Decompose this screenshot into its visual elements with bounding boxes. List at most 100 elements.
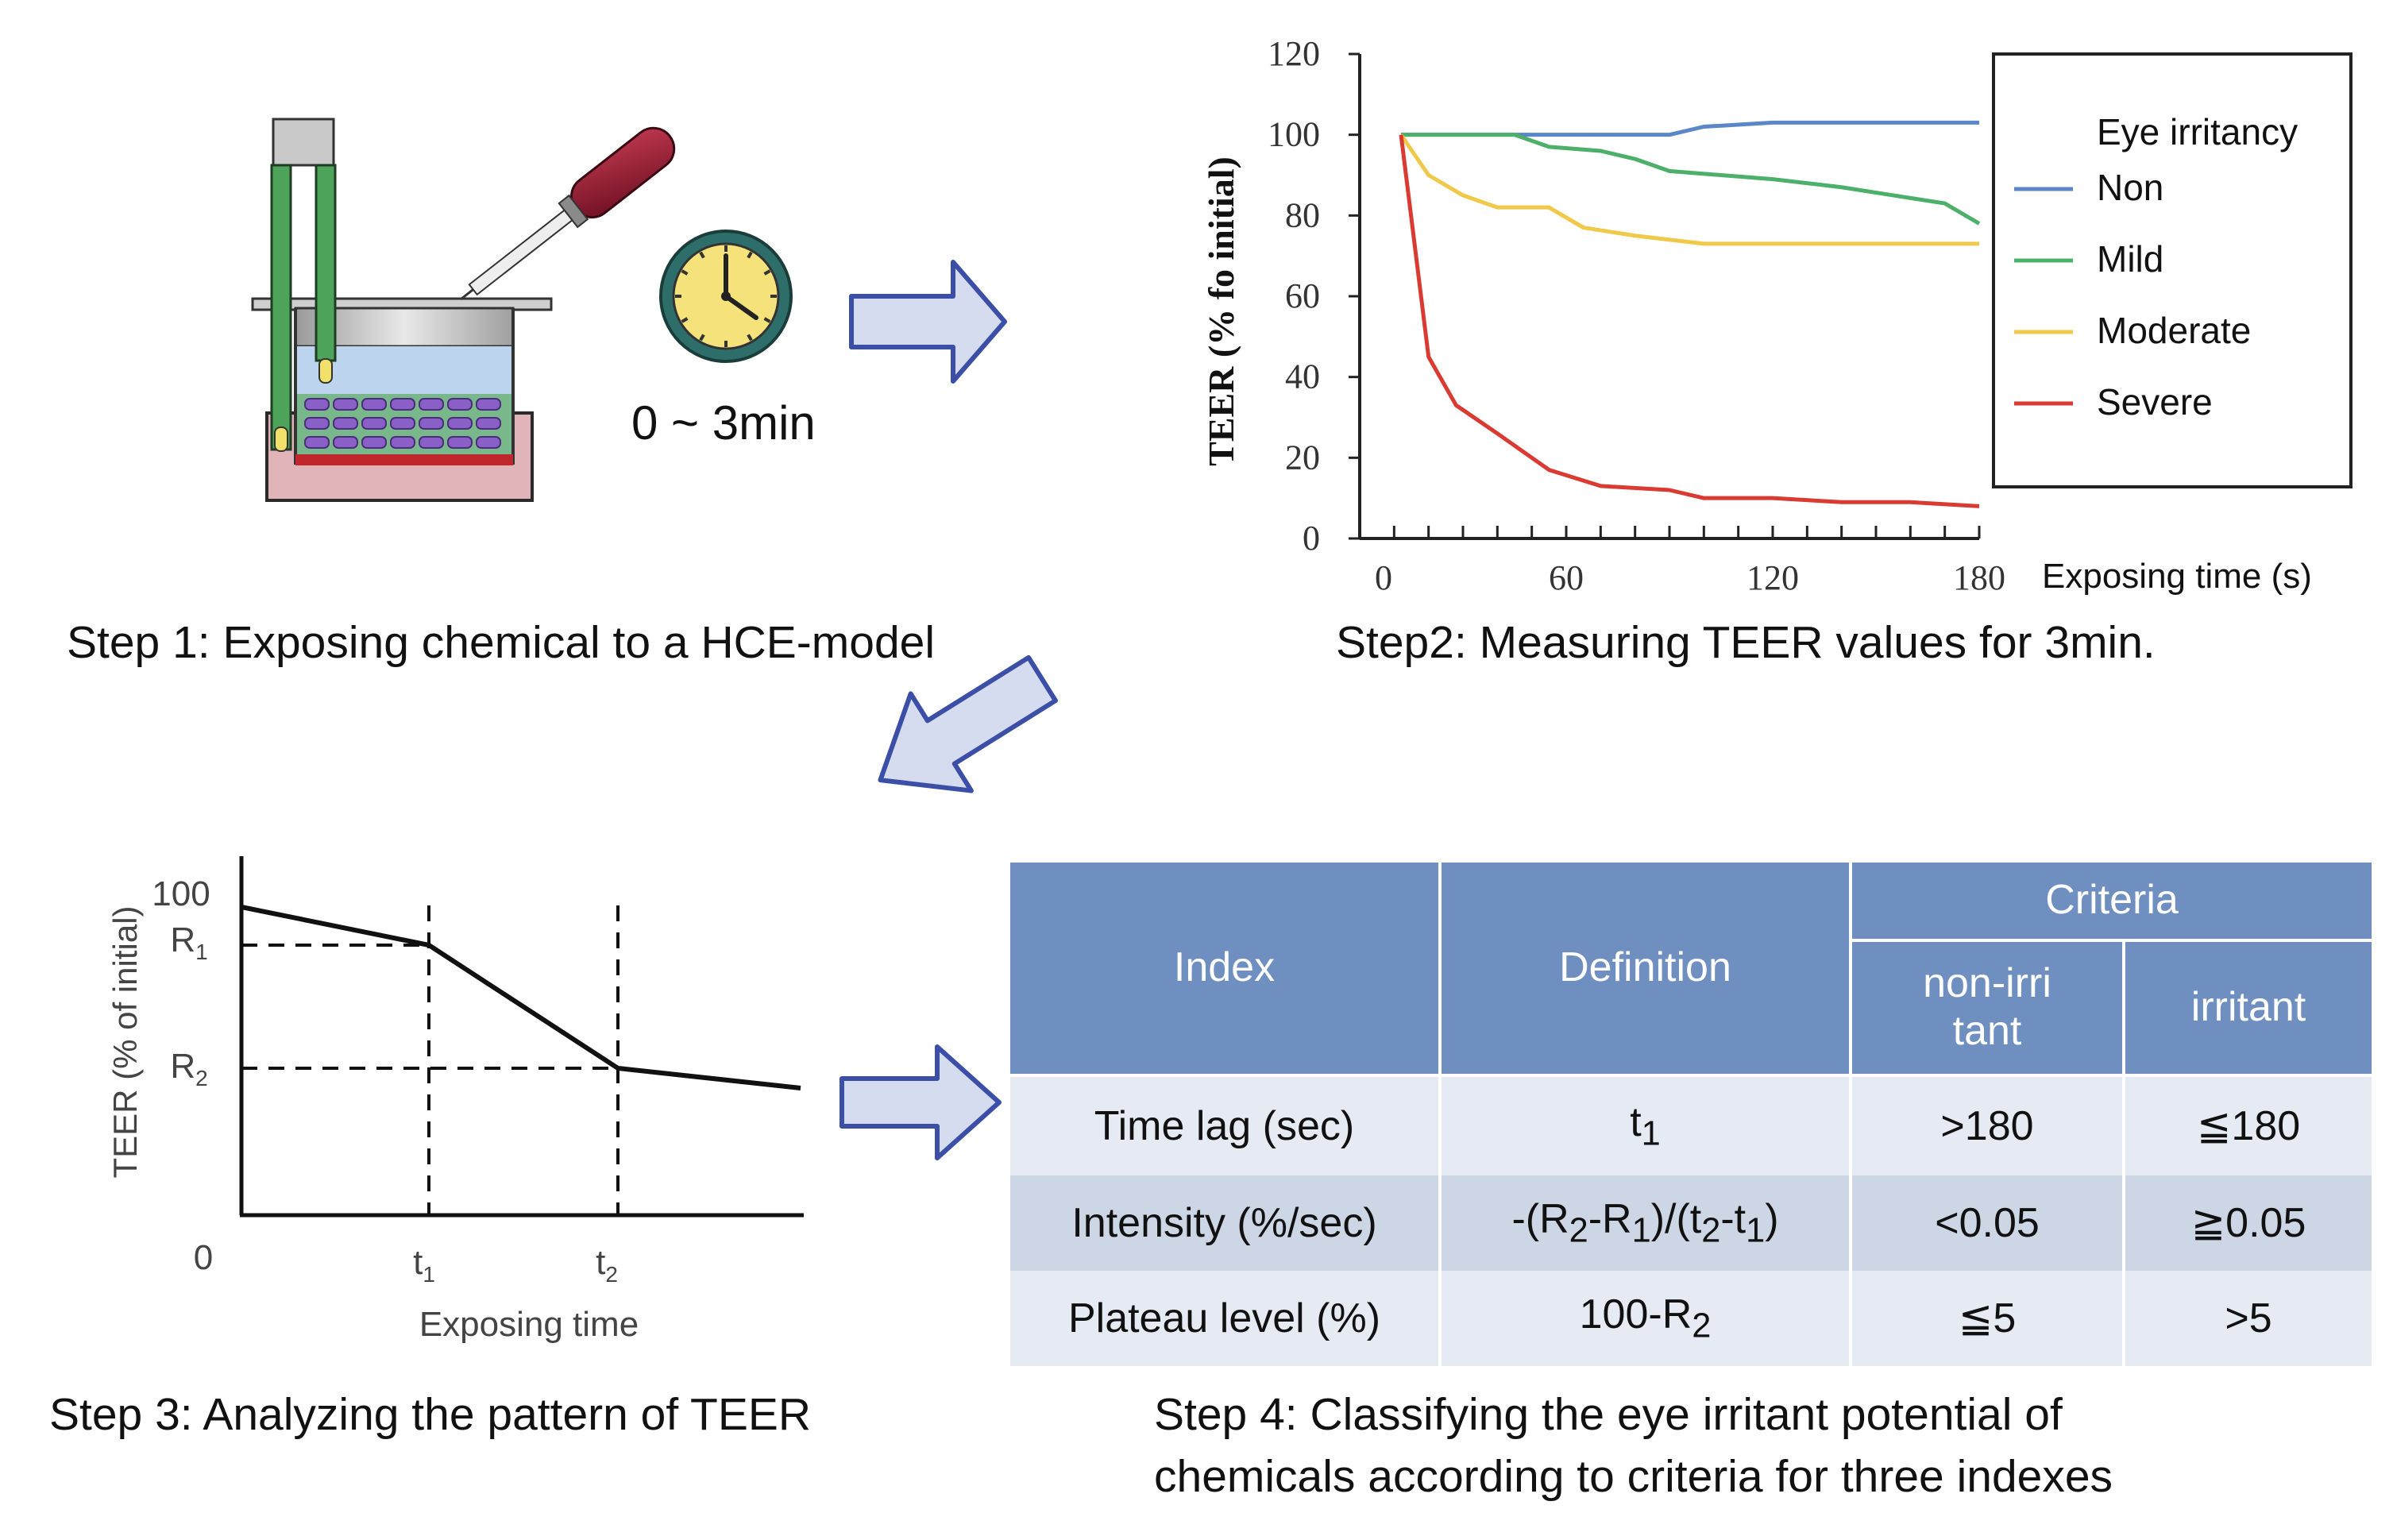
electrode-left: [270, 164, 292, 451]
step3-caption: Step 3: Analyzing the pattern of TEER: [49, 1389, 812, 1440]
schematic-x-axis-label: Exposing time: [419, 1305, 639, 1344]
cell-index: Intensity (%/sec): [1007, 1175, 1442, 1271]
legend-label-moderate: Moderate: [2097, 310, 2251, 351]
teer-pattern-schematic: TEER (% of initial) 100 R1 R2 0 t1 t2 Ex…: [106, 856, 804, 1344]
block-arrow-icon: [839, 1044, 1002, 1160]
legend-title: Eye irritancy: [2097, 111, 2298, 152]
cell-non-irritant: >180: [1849, 1075, 2125, 1175]
membrane: [295, 454, 513, 465]
schematic-t1-label: t1: [413, 1243, 435, 1287]
header-criteria: Criteria: [1848, 859, 2376, 942]
x-tick-label: 0: [1375, 558, 1392, 597]
cell: [361, 436, 387, 449]
block-arrow-icon: [849, 260, 1007, 384]
x-tick-label: 120: [1747, 558, 1799, 597]
step2-caption: Step2: Measuring TEER values for 3min.: [1336, 617, 2156, 668]
schematic-t2-label: t2: [596, 1243, 618, 1287]
clock-tick: [747, 251, 753, 259]
cell-index: Time lag (sec): [1007, 1075, 1442, 1175]
cell: [304, 417, 330, 430]
series-line-severe: [1399, 134, 1980, 508]
y-tick-label: 80: [1285, 195, 1320, 234]
clock-tick: [763, 317, 771, 323]
cell: [476, 417, 501, 430]
cell: [419, 436, 444, 449]
cell: [361, 398, 387, 411]
header-index: Index: [1007, 859, 1442, 1077]
y-tick-label: 60: [1285, 276, 1320, 315]
cell-definition: t1: [1438, 1075, 1852, 1175]
clock-icon: [659, 230, 793, 363]
step1-caption: Step 1: Exposing chemical to a HCE-model: [67, 617, 936, 668]
legend-label-non: Non: [2097, 167, 2163, 208]
hce-model-illustration: [251, 118, 676, 502]
legend-label-mild: Mild: [2097, 238, 2163, 280]
schematic-y-axis-label: TEER (% of initial): [106, 905, 144, 1178]
cell-non-irritant: <0.05: [1849, 1175, 2125, 1271]
electrode-right-tip: [318, 358, 333, 384]
cell: [447, 417, 473, 430]
cell: [333, 417, 358, 430]
x-tick-label: 180: [1953, 558, 2005, 597]
series-line-moderate: [1399, 133, 1979, 246]
x-axis-label: Exposing time (s): [2042, 557, 2312, 596]
cell: [304, 398, 330, 411]
schematic-r1-label: R1: [170, 921, 207, 964]
cell: [390, 436, 415, 449]
electrode-left-tip: [274, 426, 288, 452]
table-row: Time lag (sec)t1>180≦180: [1007, 1075, 2376, 1175]
series-line-mild: [1401, 133, 1981, 226]
cell-irritant: ≦180: [2121, 1075, 2376, 1175]
header-irritant: irritant: [2121, 939, 2376, 1077]
cell: [333, 436, 358, 449]
non-irritant-text: non-irritant: [1923, 960, 2051, 1054]
electrode-cap: [272, 118, 335, 167]
exposure-time-label: 0 ~ 3min: [631, 396, 816, 450]
cell: [390, 398, 415, 411]
cell: [419, 417, 444, 430]
step4-caption-line1: Step 4: Classifying the eye irritant pot…: [1154, 1389, 2063, 1440]
table-row: Plateau level (%)100-R2≦5>5: [1007, 1271, 2376, 1366]
cell: [447, 398, 473, 411]
clock-tick: [699, 334, 705, 342]
block-arrow-icon: [878, 654, 1058, 793]
header-definition: Definition: [1438, 859, 1852, 1077]
header-non-irritant: non-irritant: [1849, 939, 2125, 1077]
y-tick-label: 0: [1303, 519, 1320, 558]
schematic-origin-label: 0: [194, 1238, 213, 1277]
clock-tick: [699, 251, 705, 259]
schematic-teer-curve: [241, 905, 801, 1090]
schematic-y-100: 100: [152, 874, 210, 913]
cell: [476, 398, 501, 411]
cell-irritant: ≧0.05: [2121, 1175, 2376, 1271]
cell: [390, 417, 415, 430]
cell: [304, 436, 330, 449]
y-tick-label: 120: [1268, 34, 1320, 73]
cell: [447, 436, 473, 449]
table-row: Intensity (%/sec)-(R2-R1)/(t2-t1)<0.05≧0…: [1007, 1175, 2376, 1271]
cell-index: Plateau level (%): [1007, 1271, 1442, 1366]
clock-tick: [681, 317, 689, 323]
cell-definition: -(R2-R1)/(t2-t1): [1438, 1175, 1852, 1271]
clock-tick: [747, 334, 753, 342]
y-tick-label: 100: [1268, 115, 1320, 154]
cell: [361, 417, 387, 430]
cell-non-irritant: ≦5: [1849, 1271, 2125, 1366]
clock-tick: [681, 269, 689, 276]
cell: [476, 436, 501, 449]
y-axis-label: TEER (% fo initial): [1201, 156, 1241, 466]
chart-series: [1399, 120, 1981, 508]
legend-label-severe: Severe: [2097, 381, 2213, 423]
corneal-cells: [304, 398, 501, 449]
y-tick-label: 40: [1285, 357, 1320, 396]
schematic-r2-label: R2: [170, 1047, 207, 1090]
clock-tick: [763, 269, 771, 276]
cell: [333, 398, 358, 411]
electrode-right: [315, 164, 337, 362]
cell-irritant: >5: [2121, 1271, 2376, 1366]
dropper-icon: [460, 126, 676, 301]
